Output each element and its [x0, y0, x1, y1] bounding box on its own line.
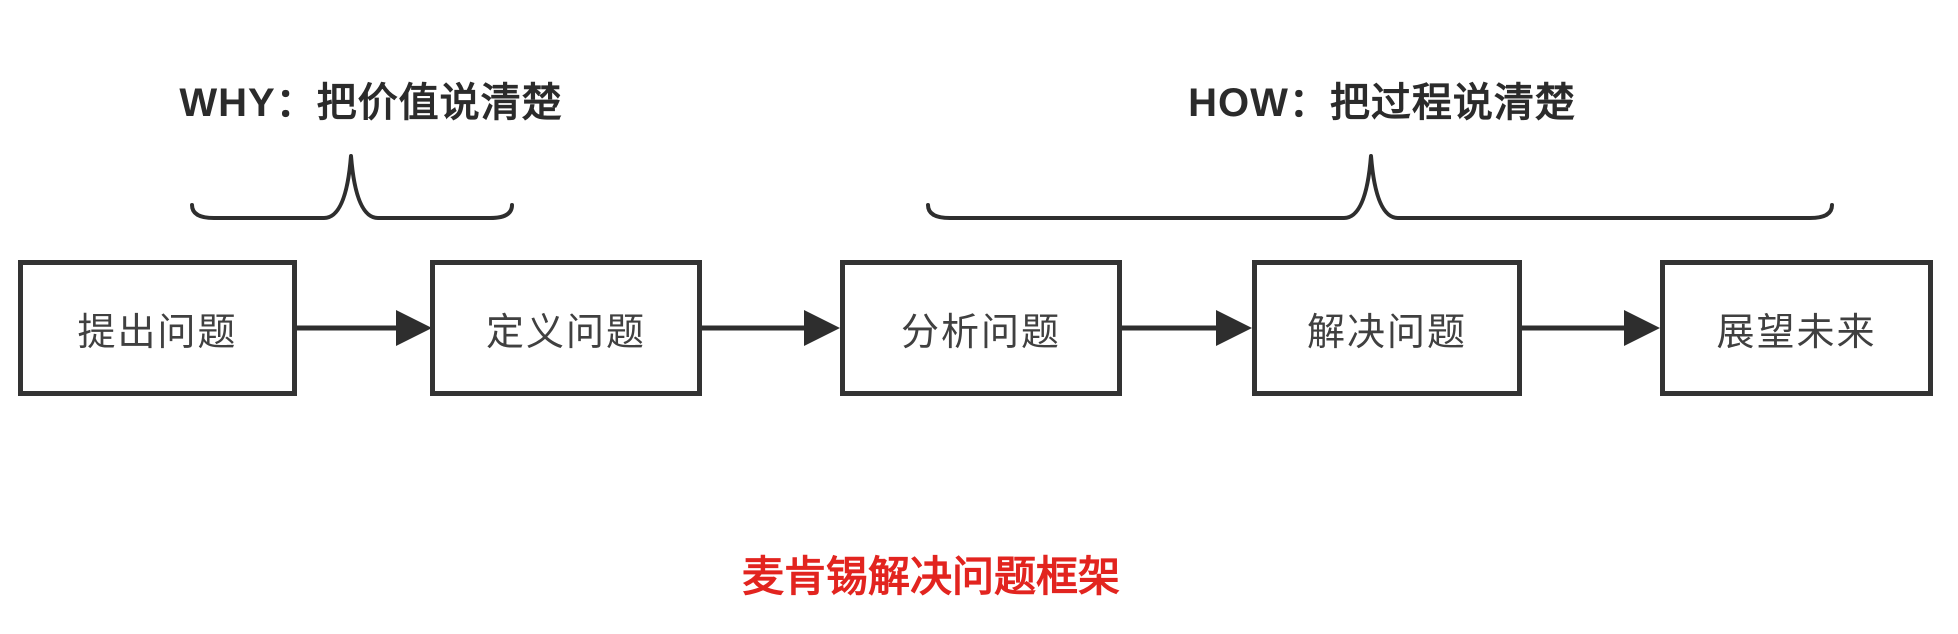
arrow-3-icon	[1122, 310, 1252, 346]
step-box-raise-problem: 提出问题	[18, 260, 297, 396]
how-brace-icon	[926, 154, 1834, 220]
step-label: 展望未来	[1716, 311, 1877, 354]
arrow-4-icon	[1522, 310, 1660, 346]
step-label: 解决问题	[1306, 311, 1467, 354]
why-brace-icon	[190, 154, 514, 220]
arrow-2-icon	[702, 310, 840, 346]
step-label: 提出问题	[77, 311, 238, 354]
how-group-title: HOW：把过程说清楚	[1188, 81, 1576, 125]
step-label: 分析问题	[900, 311, 1061, 354]
diagram-caption: 麦肯锡解决问题框架	[741, 553, 1120, 600]
step-box-future-outlook: 展望未来	[1660, 260, 1933, 396]
why-group-title: WHY：把价值说清楚	[179, 81, 563, 125]
step-box-solve-problem: 解决问题	[1252, 260, 1522, 396]
arrow-1-icon	[297, 310, 432, 346]
step-box-analyze-problem: 分析问题	[840, 260, 1122, 396]
step-box-define-problem: 定义问题	[430, 260, 702, 396]
step-label: 定义问题	[485, 311, 646, 354]
